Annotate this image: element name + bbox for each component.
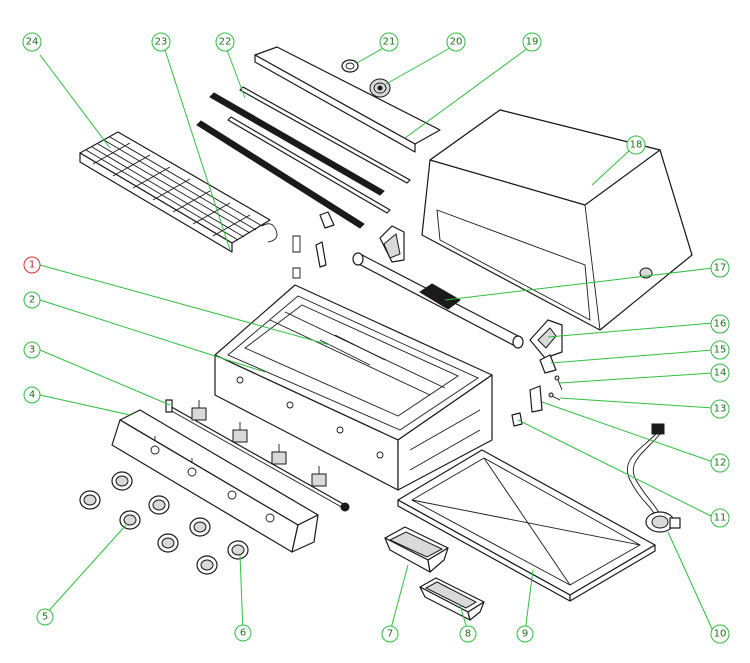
callout-13-label: 13: [714, 404, 727, 415]
callout-3-label: 3: [29, 345, 35, 356]
callout-2-label: 2: [29, 295, 35, 306]
callout-7-label: 7: [387, 629, 393, 640]
callout-12: 12: [710, 453, 730, 473]
hood-lid-part: [421, 109, 693, 331]
hinge-bracket-part: [292, 211, 405, 279]
control-knob-set: [79, 471, 249, 575]
callout-3: 3: [23, 341, 41, 359]
callout-18-label: 18: [630, 140, 643, 151]
callout-14: 14: [710, 363, 730, 383]
callout-6: 6: [234, 624, 252, 642]
thermometer-bezel-part: [341, 59, 359, 73]
hinge-block-part: [529, 319, 563, 359]
gas-manifold-part: [165, 399, 350, 512]
callout-20-label: 20: [450, 37, 463, 48]
callout-2: 2: [23, 291, 41, 309]
callout-1: 1: [23, 256, 41, 274]
knob-part: [227, 540, 249, 560]
callout-14-label: 14: [714, 368, 727, 379]
callout-17: 17: [710, 258, 730, 278]
firebox-part: [214, 284, 493, 491]
hood-handle-part: [352, 252, 524, 349]
callout-4-label: 4: [29, 390, 35, 401]
callout-8-label: 8: [465, 629, 471, 640]
callout-13: 13: [710, 399, 730, 419]
thermometer-part: [369, 78, 391, 98]
side-bracket-part: [529, 385, 543, 413]
callout-4: 4: [23, 386, 41, 404]
knob-part: [119, 510, 141, 530]
callout-21: 21: [379, 32, 399, 52]
control-panel-part: [111, 409, 319, 553]
callout-5: 5: [36, 608, 54, 626]
callout-7: 7: [381, 625, 399, 643]
callout-15: 15: [710, 340, 730, 360]
screw-part: [548, 375, 563, 401]
callout-23: 23: [151, 32, 171, 52]
callout-22-label: 22: [219, 37, 232, 48]
knob-part: [111, 471, 133, 491]
callout-16: 16: [710, 314, 730, 334]
callout-6-label: 6: [240, 628, 246, 639]
grease-cup-large-part: [384, 526, 449, 573]
callout-17-label: 17: [714, 263, 727, 274]
heat-shield-plate-part: [254, 46, 441, 153]
knob-part: [189, 517, 211, 537]
knob-part: [79, 490, 101, 510]
callout-8: 8: [459, 625, 477, 643]
callout-15-label: 15: [714, 345, 727, 356]
callout-24-label: 24: [26, 37, 39, 48]
heat-tube-part: [196, 120, 365, 229]
callout-19-label: 19: [526, 37, 539, 48]
callout-19: 19: [522, 32, 542, 52]
callout-20: 20: [446, 32, 466, 52]
knob-part: [148, 495, 170, 515]
clip-part: [511, 412, 523, 427]
drip-tray-part: [397, 449, 656, 602]
callout-23-label: 23: [155, 37, 168, 48]
callout-11: 11: [710, 508, 730, 528]
callout-18: 18: [626, 135, 646, 155]
callout-24: 24: [22, 32, 42, 52]
bracket-part: [539, 354, 557, 374]
callout-9: 9: [516, 625, 534, 643]
knob-part: [196, 555, 218, 575]
callout-10-label: 10: [714, 629, 727, 640]
regulator-hose-part: [626, 423, 681, 533]
callout-12-label: 12: [714, 458, 727, 469]
callout-lines: [39, 46, 714, 633]
callout-21-label: 21: [383, 37, 396, 48]
knob-part: [157, 533, 179, 553]
rod-part: [209, 86, 411, 214]
callout-11-label: 11: [714, 513, 727, 524]
callout-1-label: 1: [29, 260, 35, 271]
callout-10: 10: [710, 624, 730, 644]
callout-5-label: 5: [42, 612, 48, 623]
callout-22: 22: [215, 32, 235, 52]
cooking-grate-part: [79, 131, 278, 253]
callout-16-label: 16: [714, 319, 727, 330]
grease-cup-small-part: [419, 577, 485, 621]
callout-9-label: 9: [522, 629, 528, 640]
